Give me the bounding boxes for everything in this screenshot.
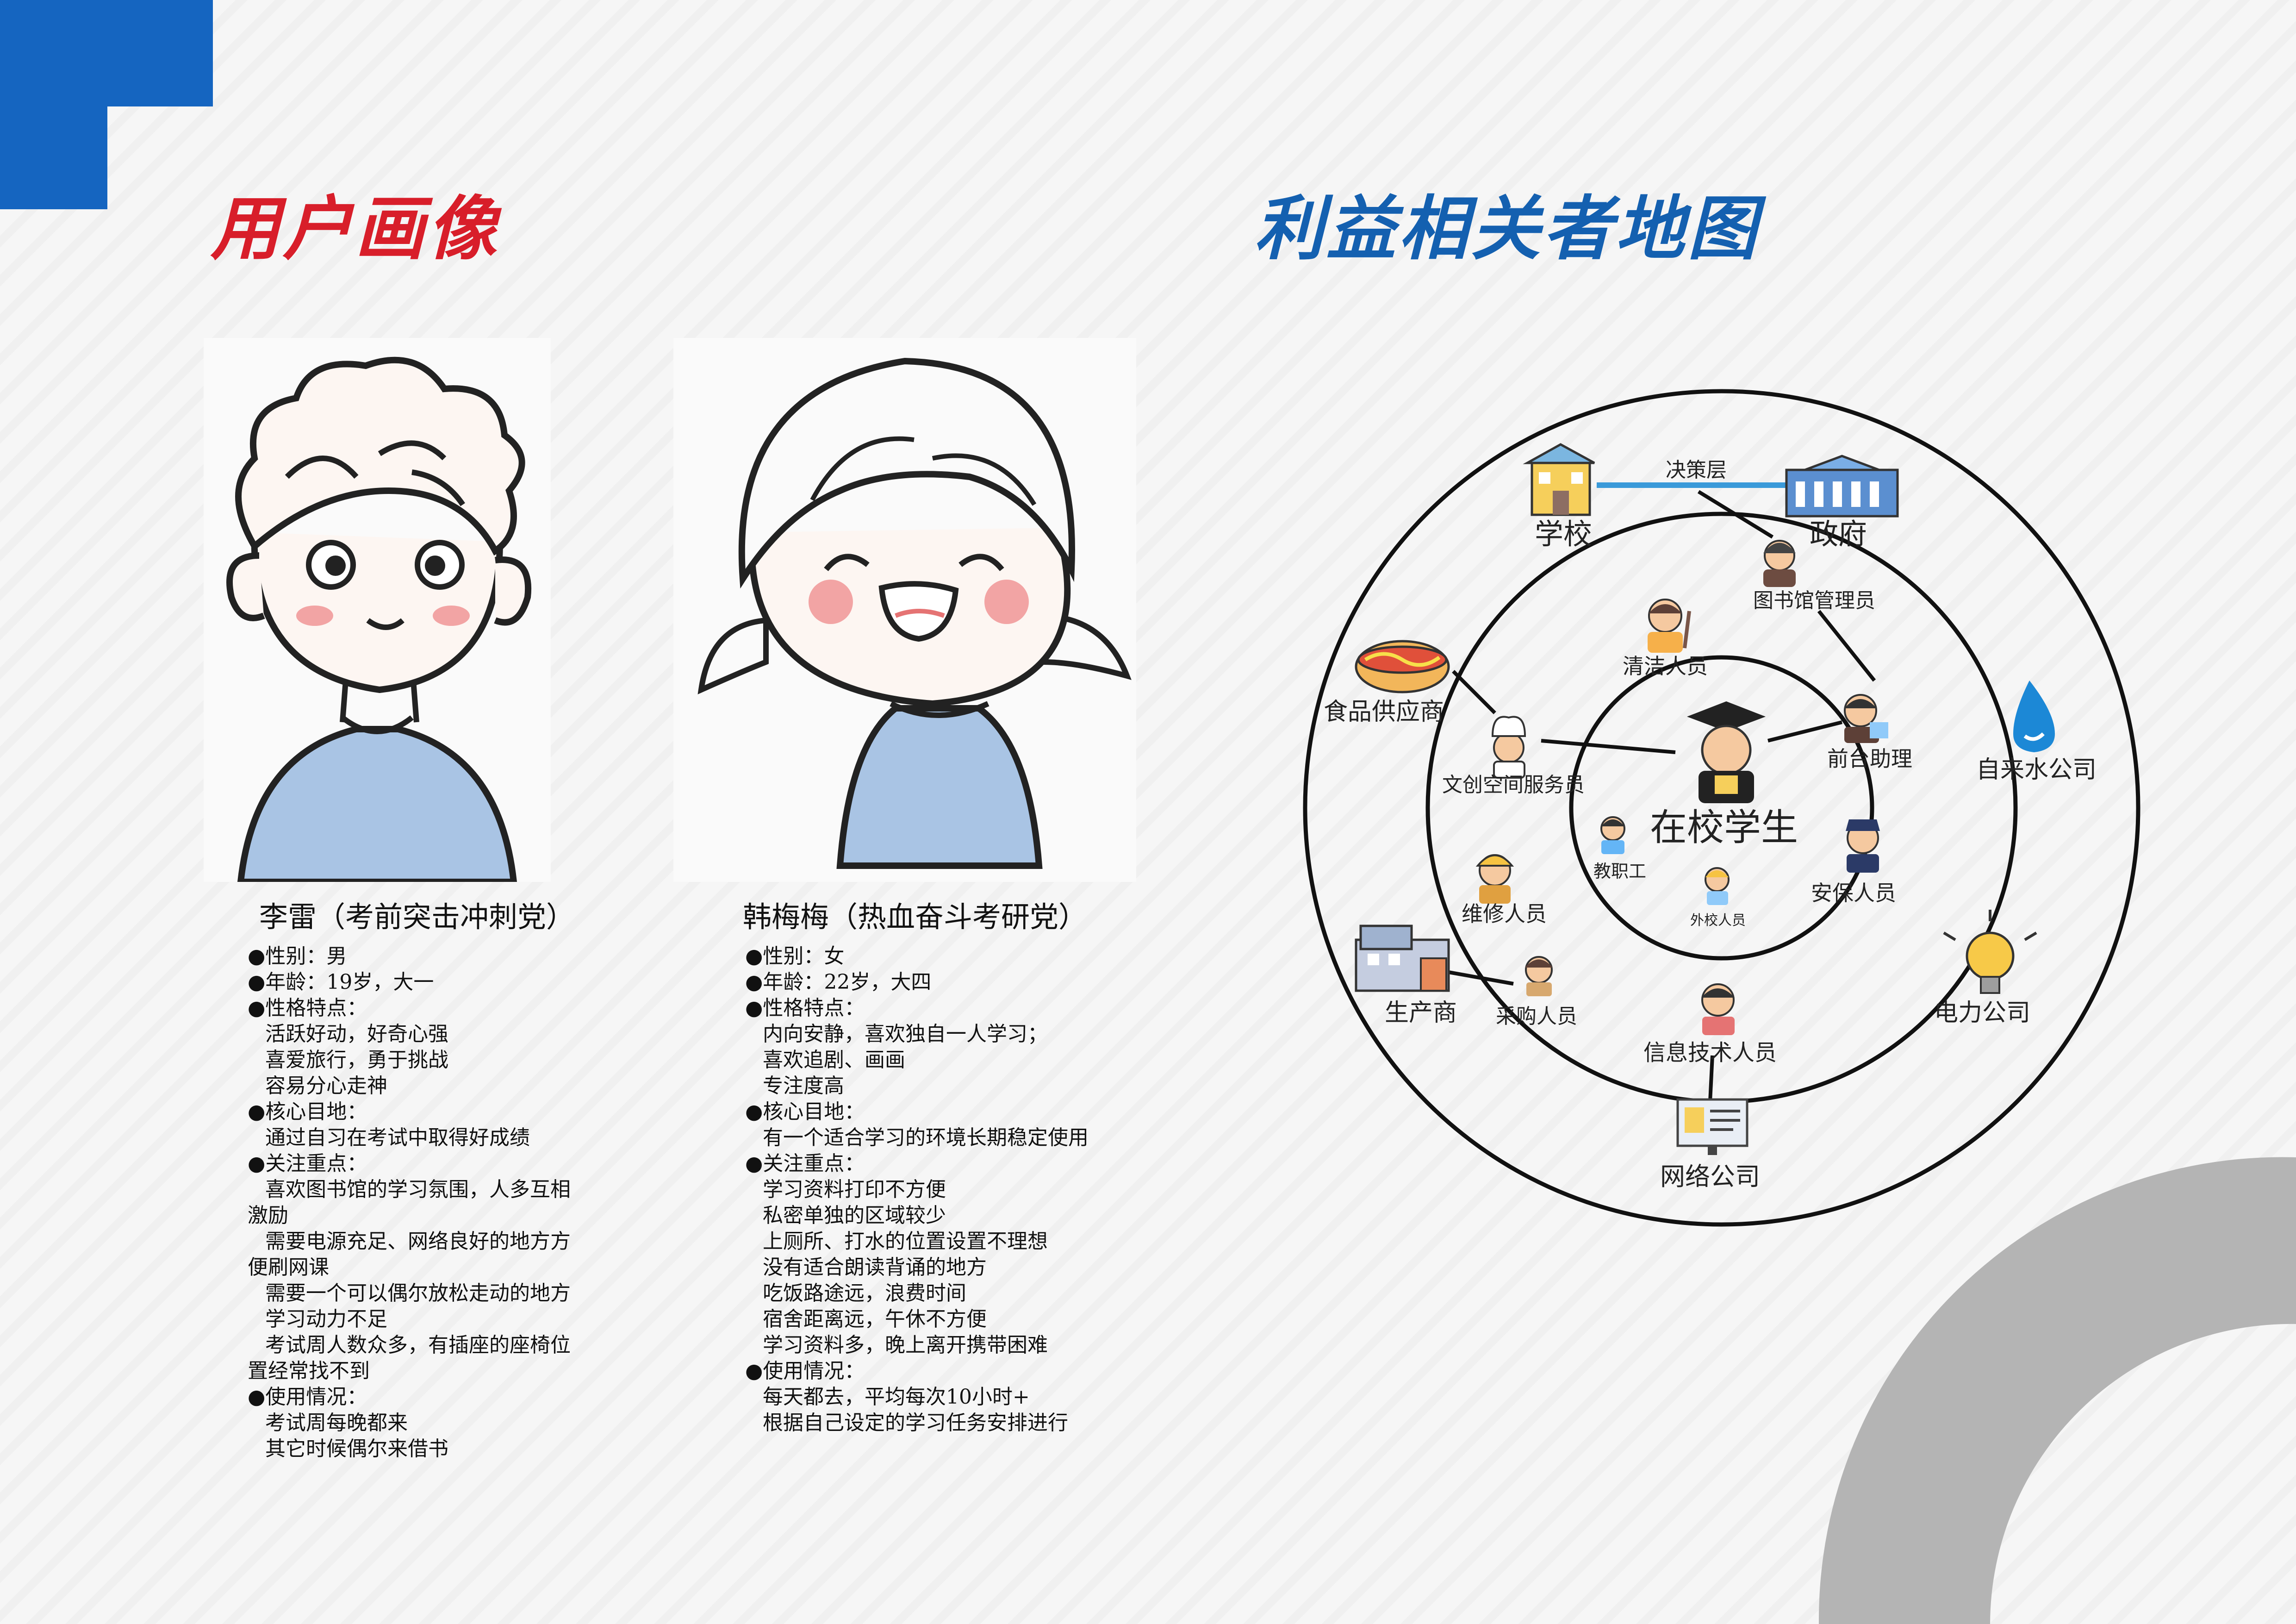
persona-detail-line: ●关注重点： [745,1152,865,1175]
persona-detail-line: ●使用情况： [745,1359,865,1383]
persona-detail-line: 需要一个可以偶尔放松走动的地方 [265,1281,571,1305]
persona-detail-line: 便刷网课 [248,1255,329,1279]
persona-detail-line: 喜欢追剧、画画 [763,1048,905,1072]
persona-detail-line: 需要电源充足、网络良好的地方方 [265,1230,571,1253]
persona-avatar-hanmeimei [673,338,1136,882]
persona-detail-line: 通过自习在考试中取得好成绩 [265,1126,530,1149]
persona-detail-line: 上厕所、打水的位置设置不理想 [763,1230,1048,1253]
girl-illustration [697,357,1132,869]
persona-detail-line: 喜爱旅行，勇于挑战 [265,1048,448,1072]
persona-detail-line: 活跃好动，好奇心强 [265,1022,448,1046]
persona-detail-line: 有一个适合学习的环境长期稳定使用 [763,1126,1089,1149]
persona-detail-line: 置经常找不到 [248,1359,370,1383]
persona-detail-line: ●关注重点： [248,1152,367,1175]
persona-detail-line: ●使用情况： [248,1385,367,1409]
persona-name-lilei: 李雷（考前突击冲刺党） [259,900,575,934]
persona-detail-line: ●性格特点： [248,996,367,1020]
persona-detail-line: 其它时候偶尔来借书 [265,1437,448,1461]
stakeholder-map-title: 利益相关者地图 [1254,189,1760,269]
persona-detail-line: 私密单独的区域较少 [763,1204,946,1227]
persona-detail-line: 学习资料打印不方便 [763,1178,946,1201]
persona-name-hanmeimei: 韩梅梅（热血奋斗考研党） [743,900,1088,934]
persona-detail-line: 学习资料多，晚上离开携带困难 [763,1333,1048,1357]
persona-detail-line: 激励 [248,1204,288,1227]
persona-detail-line: 考试周每晚都来 [265,1411,408,1435]
persona-detail-line: ●年龄：22岁，大四 [745,970,932,994]
persona-detail-line: 没有适合朗读背诵的地方 [763,1255,987,1279]
persona-detail-line: ●性别：男 [248,944,347,968]
persona-details-hanmeimei: ●性别：女●年龄：22岁，大四●性格特点：内向安静，喜欢独自一人学习；喜欢追剧、… [745,943,1152,1436]
persona-detail-line: ●核心目地： [745,1100,865,1124]
persona-detail-line: 喜欢图书馆的学习氛围，人多互相 [265,1178,571,1201]
persona-detail-line: ●核心目地： [248,1100,367,1124]
persona-detail-line: 容易分心走神 [265,1074,387,1098]
persona-detail-line: 专注度高 [763,1074,844,1098]
persona-detail-line: ●性格特点： [745,996,865,1020]
persona-detail-line: 根据自己设定的学习任务安排进行 [763,1411,1068,1435]
boy-illustration [226,356,532,885]
persona-detail-line: 学习动力不足 [265,1307,387,1331]
gray-arc-decoration [1818,1157,2296,1624]
user-persona-title: 用户画像 [211,189,500,269]
persona-detail-line: 吃饭路途远，浪费时间 [763,1281,966,1305]
persona-detail-line: 宿舍距离远，午休不方便 [763,1307,987,1331]
persona-detail-line: 考试周人数众多，有插座的座椅位 [265,1333,571,1357]
persona-detail-line: ●性别：女 [745,944,845,968]
persona-detail-line: ●年龄：19岁，大一 [248,970,434,994]
persona-details-lilei: ●性别：男●年龄：19岁，大一●性格特点：活跃好动，好奇心强喜爱旅行，勇于挑战容… [248,943,590,1462]
persona-detail-line: 内向安静，喜欢独自一人学习； [763,1022,1048,1046]
corner-decoration-left [0,0,107,209]
persona-detail-line: 每天都去，平均每次10小时+ [763,1385,1030,1409]
persona-avatar-lilei [204,338,551,885]
